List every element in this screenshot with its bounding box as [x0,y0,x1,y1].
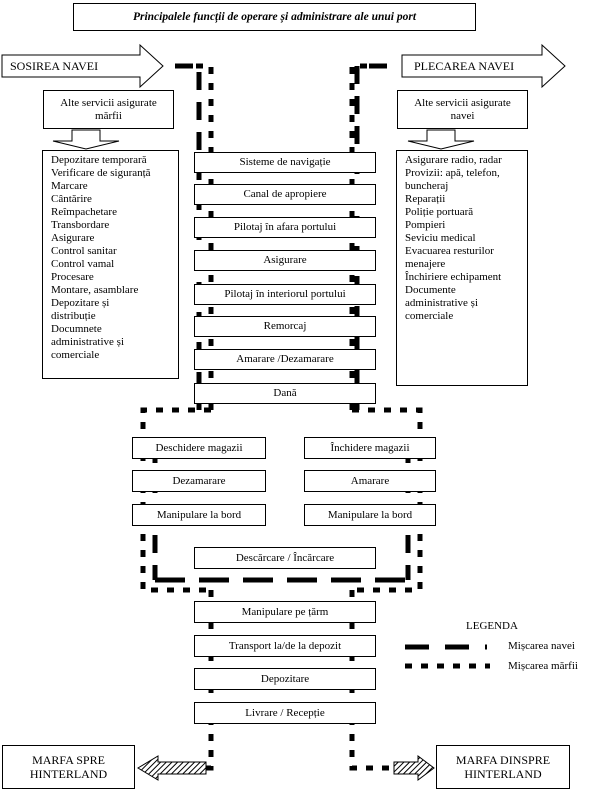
right-services-list: Asigurare radio, radar Provizii: apă, te… [396,150,528,386]
list-item: Transbordare [51,219,110,231]
cargo-path-left-loop [140,407,211,593]
legend-ship-label: Mișcarea navei [508,640,575,652]
list-item: Depozitare temporară [51,154,147,166]
list-item: Montare, asamblare [51,284,139,296]
list-item: administrative și [405,297,479,309]
list-item: Poliție portuară [405,206,474,218]
list-item: Reparații [405,193,446,205]
list-item: Seviciu medical [405,232,476,244]
departure-label: PLECAREA NAVEI [414,59,515,73]
legend-title: LEGENDA [466,620,518,632]
step-warehouse-transport: Transport la/de la depozit [194,635,376,657]
step-berth: Dană [194,383,376,404]
step-delivery-reception: Livrare / Recepție [194,702,376,724]
list-item: Control vamal [51,258,115,270]
ship-path-out [354,63,387,410]
right-services-arrow [407,129,475,150]
hinterland-left-arrow [137,755,207,781]
list-item: menajere [405,258,446,270]
cargo-path-right-loop [352,407,423,593]
list-item: buncheraj [405,180,449,192]
list-item: Marcare [51,180,88,192]
list-item: administrative și [51,336,125,348]
step-approach-channel: Canal de apropiere [194,184,376,205]
step-navigation-systems: Sisteme de navigație [194,152,376,173]
step-insurance: Asigurare [194,250,376,271]
left-services-title: Alte servicii asigurate mărfii [43,90,174,129]
arrival-arrow [1,43,164,89]
op-unmooring: Dezamarare [132,470,266,492]
hinterland-from-box: MARFA DINSPRE HINTERLAND [436,745,570,789]
list-item: Asigurare radio, radar [405,154,502,166]
arrival-label: SOSIREA NAVEI [10,59,99,73]
cargo-path-shore-right [349,590,395,771]
left-services-arrow [52,129,120,150]
cargo-path-shore-left [205,590,214,771]
list-item: Închiriere echipament [405,271,502,283]
list-item: Documente [405,284,456,296]
list-item: comerciale [51,349,100,361]
list-item: Control sanitar [51,245,117,257]
step-mooring: Amarare /Dezamarare [194,349,376,370]
list-item: Provizii: apă, telefon, [405,167,500,179]
step-storage: Depozitare [194,668,376,690]
op-mooring: Amarare [304,470,436,492]
step-inner-pilotage: Pilotaj în interiorul portului [194,284,376,305]
op-unload-load: Descărcare / Încărcare [194,547,376,569]
op-open-holds: Deschidere magazii [132,437,266,459]
list-item: Asigurare [51,232,95,244]
list-item: Evacuarea resturilor [405,245,494,257]
list-item: distribuție [51,310,96,322]
list-item: Reîmpachetare [51,206,117,218]
departure-arrow [401,43,566,89]
step-towage: Remorcaj [194,316,376,337]
step-outer-pilotage: Pilotaj în afara portului [194,217,376,238]
list-item: Depozitare și [51,297,110,309]
hinterland-to-box: MARFA SPRE HINTERLAND [2,745,135,789]
list-item: Verificare de siguranță [51,167,151,179]
list-item: Procesare [51,271,94,283]
hinterland-right-arrow [393,755,435,781]
step-shore-handling: Manipulare pe țărm [194,601,376,623]
op-close-holds: Închidere magazii [304,437,436,459]
list-item: Pompieri [405,219,446,231]
list-item: Cântărire [51,193,92,205]
op-handling-on-board-right: Manipulare la bord [304,504,436,526]
op-handling-on-board-left: Manipulare la bord [132,504,266,526]
list-item: comerciale [405,310,454,322]
page-title: Principalele funcții de operare și admin… [73,3,476,31]
list-item: Documnete [51,323,102,335]
legend-cargo-label: Mișcarea mărfii [508,660,578,672]
left-services-list: Depozitare temporară Verificare de sigur… [42,150,179,379]
right-services-title: Alte servicii asigurate navei [397,90,528,129]
